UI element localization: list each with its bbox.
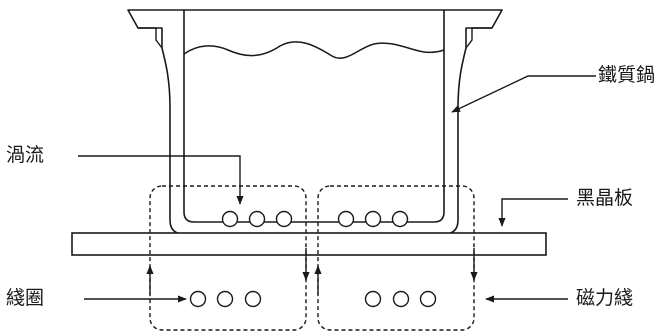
magnetic-loop-left <box>149 185 307 331</box>
coil-circle <box>216 290 234 308</box>
pot-rim-right <box>465 27 492 49</box>
eddy-circle <box>248 210 266 228</box>
coil-circle <box>364 290 382 308</box>
magnetic-loop-right <box>317 185 475 331</box>
leader-eddy-current <box>78 155 244 205</box>
label-ceramic-plate: 黑晶板 <box>576 187 634 209</box>
water-surface <box>183 41 445 59</box>
label-magnetic-field: 磁力綫 <box>576 287 634 309</box>
coil-circle <box>244 290 262 308</box>
eddy-circle <box>275 210 293 228</box>
label-coil: 綫圈 <box>6 287 45 309</box>
pot-inner-wall <box>183 10 445 223</box>
leader-ceramic-plate <box>498 198 568 227</box>
eddy-circle <box>391 210 409 228</box>
coil-circle <box>419 290 437 308</box>
label-eddy-current: 渦流 <box>6 144 45 166</box>
coil-circle <box>189 290 207 308</box>
ceramic-plate <box>71 232 547 256</box>
eddy-circle <box>337 210 355 228</box>
pot-rim-left <box>138 27 163 49</box>
coil-circle <box>392 290 410 308</box>
label-iron-pot: 鐵質鍋 <box>598 64 654 86</box>
leader-iron-pot <box>451 75 596 113</box>
eddy-circle <box>364 210 382 228</box>
eddy-circle <box>221 210 239 228</box>
